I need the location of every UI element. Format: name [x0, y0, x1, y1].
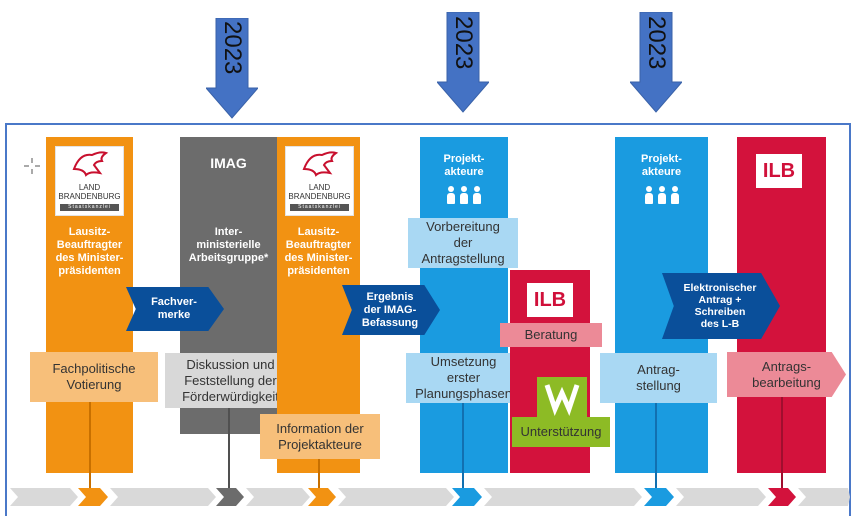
year-label: 2023: [450, 16, 477, 70]
umsetzung-box: Umsetzung erster Planungsphasen: [406, 353, 521, 403]
imag-heading: IMAG: [210, 155, 247, 171]
ergebnis-arrow: Ergebnis der IMAG- Befassung: [342, 285, 440, 335]
connector-line: [655, 403, 657, 488]
elektronisch-arrow: Elektronischer Antrag + Schreiben des L-…: [662, 273, 780, 339]
logo-line-2: BRANDENBURG: [58, 192, 121, 201]
logo-subtitle: Staatskanzlei: [60, 204, 119, 211]
lausitz-2-title: Lausitz- Beauftragter des Minister- präs…: [284, 226, 353, 277]
support-logo-icon: [544, 384, 580, 416]
ilb-logo: ILB: [527, 283, 573, 317]
brandenburg-logo: LAND BRANDENBURG Staatskanzlei: [285, 146, 354, 216]
lausitz-1-title: Lausitz- Beauftragter des Minister- präs…: [55, 226, 124, 277]
logo-line-1: LAND: [78, 183, 101, 192]
antragsbearbeitung-box: Antrags- bearbeitung: [727, 352, 846, 397]
timeline-segment: [246, 488, 310, 506]
connector-line: [318, 459, 320, 488]
timeline-segment: [676, 488, 766, 506]
diagram-frame: [5, 123, 851, 516]
unterstuetzung-box: Unterstützung: [512, 417, 610, 447]
fachpolitische-votierung-box: Fachpolitische Votierung: [30, 352, 158, 402]
connector-line: [89, 402, 91, 488]
timeline: [10, 488, 850, 506]
timeline-marker: [78, 488, 108, 506]
connector-line: [462, 403, 464, 488]
fachvermerke-arrow: Fachver- merke: [126, 287, 224, 331]
timeline-segment: [338, 488, 454, 506]
projekt-2-title: Projekt- akteure: [641, 153, 682, 178]
timeline-marker: [452, 488, 482, 506]
ilb-logo: ILB: [756, 154, 802, 188]
timeline-segment: [110, 488, 216, 506]
projekt-1-title: Projekt- akteure: [443, 153, 485, 178]
logo-subtitle: Staatskanzlei: [290, 204, 349, 211]
timeline-segment: [798, 488, 850, 506]
timeline-marker: [216, 488, 244, 506]
diskussion-box: Diskussion und Feststellung der Förderwü…: [165, 353, 296, 408]
timeline-segment: [484, 488, 642, 506]
timeline-marker: [308, 488, 336, 506]
people-icon: [615, 186, 708, 204]
brandenburg-logo: LAND BRANDENBURG Staatskanzlei: [55, 146, 124, 216]
crosshair-icon: [24, 158, 40, 174]
timeline-marker: [768, 488, 796, 506]
eagle-icon: [302, 151, 339, 177]
connector-line: [228, 408, 230, 488]
connector-line: [781, 397, 783, 488]
imag-title: Inter- ministerielle Arbeitsgruppe*: [188, 226, 269, 264]
year-label: 2023: [219, 21, 246, 75]
logo-line-1: LAND: [308, 183, 331, 192]
timeline-segment: [10, 488, 78, 506]
people-icon: [420, 186, 508, 204]
unterstuetzung-logo: [537, 377, 587, 417]
logo-line-2: BRANDENBURG: [288, 192, 351, 201]
antragstellung-box: Antrag- stellung: [600, 353, 717, 403]
beratung-box: Beratung: [500, 323, 602, 347]
year-label: 2023: [643, 16, 670, 70]
eagle-icon: [72, 151, 109, 177]
information-box: Information der Projektakteure: [260, 414, 380, 459]
timeline-marker: [644, 488, 674, 506]
vorbereitung-box: Vorbereitung der Antragstellung: [408, 218, 518, 268]
